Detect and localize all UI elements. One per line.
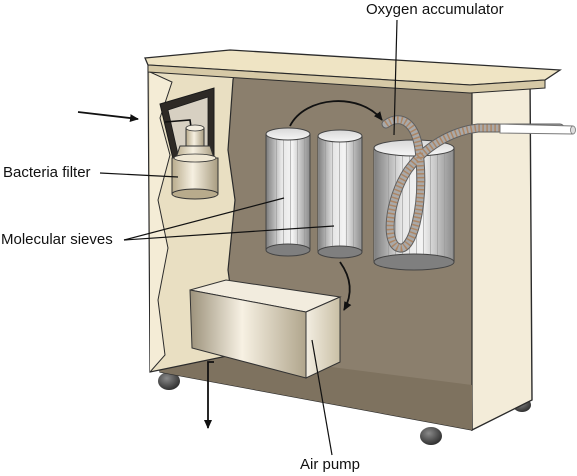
oxygen-outlet-tube (381, 115, 576, 253)
label-bacteria-filter: Bacteria filter (3, 164, 91, 181)
cabinet-top-edge (147, 64, 546, 94)
molecular-sieve-1 (265, 127, 311, 257)
wheel-front-left (158, 372, 180, 390)
wheel-front-right (420, 427, 442, 445)
leader-molecular-sieve-2 (123, 225, 335, 241)
flow-arrows (77, 100, 383, 429)
label-oxygen-accumulator: Oxygen accumulator (366, 1, 504, 18)
label-air-pump: Air pump (300, 456, 361, 473)
air-intake-arrow (77, 111, 139, 123)
exhaust-arrow (204, 361, 214, 429)
bacteria-filter (164, 119, 219, 200)
air-pump (189, 279, 342, 379)
label-molecular-sieves: Molecular sieves (1, 231, 113, 248)
leader-oxygen-accumulator (393, 19, 398, 136)
leader-bacteria-filter (99, 172, 179, 178)
cabinet-interior-floor (160, 345, 472, 430)
leader-molecular-sieve-1 (123, 197, 285, 241)
sieve-to-accumulator-arrow (289, 100, 383, 127)
cabinet-cutaway-edge (149, 71, 173, 373)
sieve-to-pump-arrow (339, 261, 352, 311)
leader-lines (99, 19, 398, 456)
molecular-sieve-2 (317, 129, 363, 259)
leader-air-pump (311, 339, 333, 456)
